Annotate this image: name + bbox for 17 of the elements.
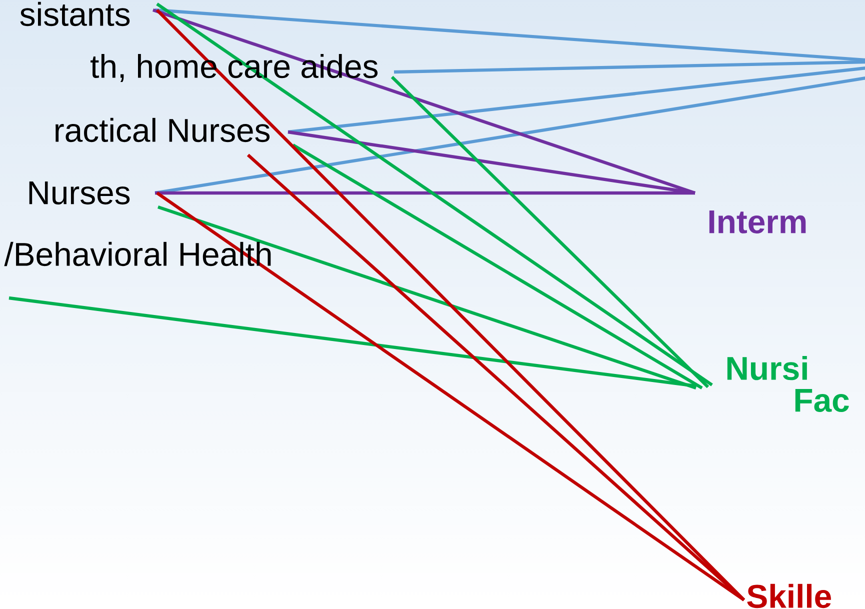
staff-label: sistants (20, 2, 130, 26)
connector-line (8, 296, 696, 388)
category-label: Interm (709, 210, 806, 234)
connector-line (155, 191, 695, 195)
staff-label: ractical Nurses (56, 118, 270, 142)
connector-line (390, 76, 710, 388)
connector-line (292, 144, 703, 390)
staff-label: Nurses (29, 182, 130, 204)
connector-line (158, 205, 697, 390)
category-label: Nursi Fac (727, 356, 849, 412)
category-label: Skille (747, 584, 831, 608)
connector-line (288, 66, 865, 134)
connector-line (156, 2, 713, 386)
connector-line (152, 8, 696, 194)
connector-line (394, 60, 865, 74)
connector-line (154, 8, 865, 62)
connector-line (156, 192, 745, 602)
